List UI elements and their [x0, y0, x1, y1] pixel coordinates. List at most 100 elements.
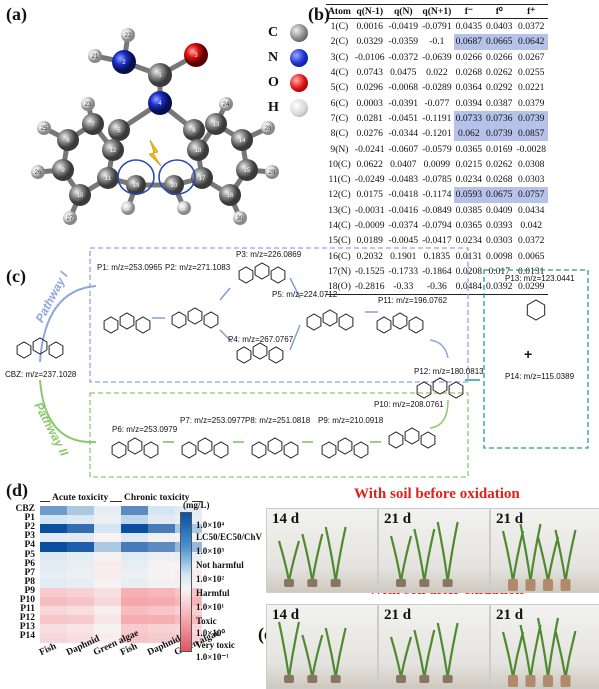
ring [448, 381, 464, 399]
table-cell: 0.0303 [518, 174, 545, 186]
seed-pot [508, 675, 518, 687]
colorbar-category: Not harmful [196, 560, 244, 570]
legend-oxygen: O [268, 70, 308, 95]
table-header: Atom [326, 4, 353, 19]
table-cell: 0.0003 [356, 97, 383, 109]
atom-number: 4 [158, 101, 162, 107]
table-header: f⁻ [453, 4, 485, 19]
heatmap-cell [94, 506, 121, 516]
seed-pot [330, 675, 341, 683]
table-cell: 0.0268 [486, 174, 513, 186]
hydrogen-atom [121, 201, 135, 215]
table-cell: 0.0733 [453, 110, 485, 127]
atom-number: 12 [110, 148, 117, 154]
table-cell: -0.1864 [422, 265, 452, 277]
heatmap-cell [121, 533, 148, 543]
table-cell: 0.2032 [356, 250, 383, 262]
table-cell: 0.0065 [518, 250, 545, 262]
leaf [287, 621, 301, 678]
carbon-atom [219, 184, 241, 206]
seed-pot [442, 675, 453, 683]
heatmap-cell [67, 624, 94, 634]
atom-number: 23 [85, 102, 92, 108]
table-cell: 0.0299 [514, 279, 549, 296]
ring [181, 441, 197, 459]
heatmap-cell [40, 615, 67, 625]
seedlings [277, 526, 347, 587]
hydrogen-atom [261, 121, 275, 135]
table-cell: -0.0045 [388, 235, 419, 247]
leaf [277, 540, 291, 582]
table-cell: -0.0419 [388, 21, 419, 33]
table-cell: 0.0016 [356, 21, 383, 33]
table-cell: 0.0407 [390, 158, 417, 170]
heatmap-cell [121, 506, 148, 516]
leaf [311, 634, 324, 678]
p6-label: P6: m/z=253.0979 [112, 425, 178, 434]
colorbar-tick: 1.0×10³ [196, 546, 225, 556]
nitrogen-atom [112, 50, 136, 74]
panel-label-b: (b) [308, 4, 330, 24]
table-cell: 0.0329 [356, 36, 383, 48]
day-label: 21 d [384, 511, 412, 527]
seed-pot [307, 579, 318, 587]
heatmap-cell [94, 578, 121, 589]
pathway-panel: (c) Pathway I Pathway II C [0, 230, 599, 485]
leaf [389, 636, 403, 678]
pathway-one-steps [152, 277, 378, 351]
atom-number: 11 [105, 176, 112, 182]
table-cell: 0.0268 [455, 67, 483, 79]
seed-pot [396, 579, 406, 587]
table-cell: 0.0262 [486, 158, 513, 170]
heatmap-cell [94, 624, 121, 634]
heatmap-cell [148, 578, 175, 589]
table-cell: 0.062 [453, 126, 485, 142]
ring [338, 313, 354, 331]
table-cell: 0.0379 [518, 97, 545, 109]
ring [111, 441, 127, 459]
heatmap-cell [94, 515, 121, 525]
panel-label-c: (c) [6, 266, 26, 286]
leaf [511, 631, 525, 678]
heatmap-cell [148, 506, 175, 516]
heatmap-cell [40, 569, 67, 580]
heatmap-cell [148, 533, 175, 543]
table-cell: 0.0739 [484, 126, 515, 142]
table-cell: -0.1191 [422, 112, 452, 124]
table-cell: 0.0234 [455, 235, 483, 247]
ring [119, 312, 135, 330]
leaf [389, 535, 403, 582]
heatmap-cell [148, 551, 175, 561]
ring [408, 316, 424, 334]
table-cell: 0.0364 [455, 82, 483, 94]
p4-label: P4: m/z=267.0767 [228, 335, 294, 344]
pathway-two-box [89, 392, 469, 478]
heatmap-cell [40, 633, 67, 643]
arrow-p10-p12 [429, 399, 449, 429]
highlight-ring-right [158, 159, 196, 195]
table-cell: 18(O) [326, 279, 353, 296]
plant-growth-panel: (e) With soil before oxidation With soil… [258, 482, 599, 689]
leaf [519, 523, 532, 582]
leaf [423, 528, 436, 582]
leaf [423, 629, 436, 678]
table-cell: 0.0385 [455, 204, 483, 216]
table-cell: -0.0579 [422, 143, 452, 155]
colorbar-unit: (mg/L) [183, 500, 210, 510]
table-cell: -0.0068 [388, 82, 419, 94]
table-cell: 13(C) [328, 204, 351, 216]
atom-number: 5 [117, 128, 121, 134]
hydrogen-atom [37, 121, 51, 135]
leaf [501, 631, 515, 678]
seed-pot [307, 675, 318, 683]
atom-number: 20 [171, 183, 178, 189]
table-cell: 0.0665 [484, 34, 515, 50]
heatmap-cell [67, 587, 94, 598]
